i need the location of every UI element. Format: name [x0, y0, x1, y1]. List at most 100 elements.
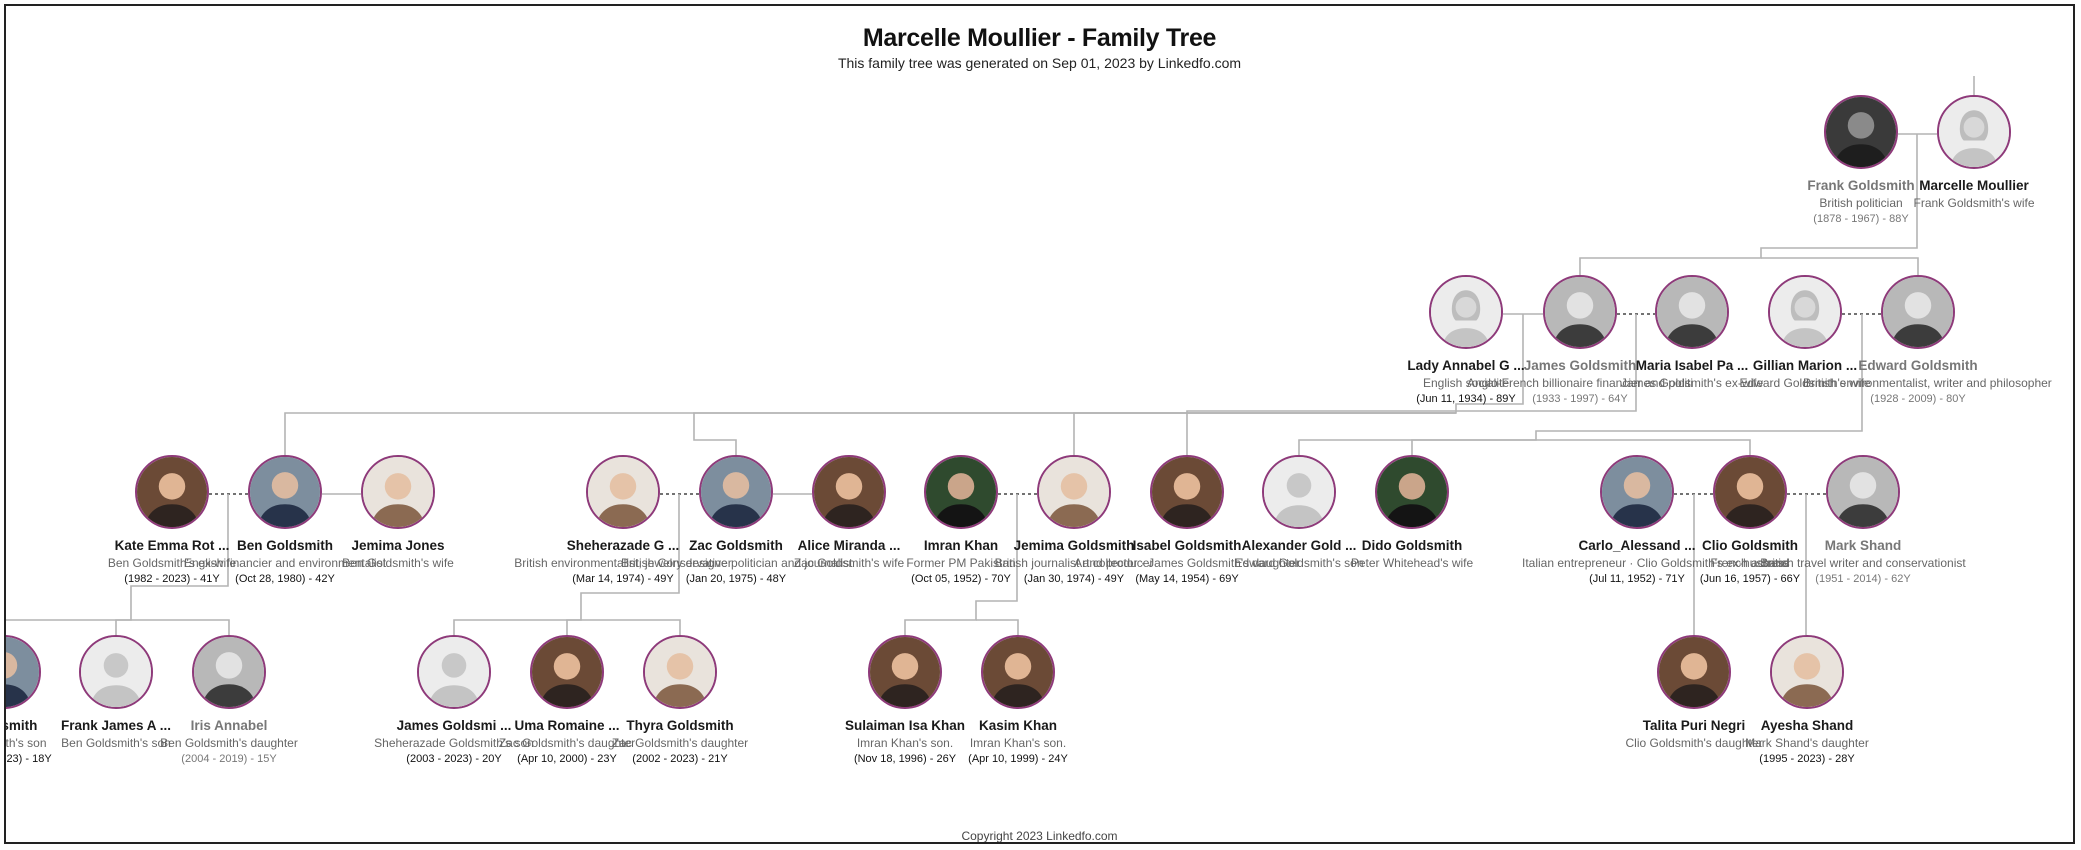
person-node-gillian[interactable]: Gillian Marion ...Edward Goldsmith's wif… [1690, 275, 1920, 390]
person-description: Frank Goldsmith's wife [1913, 196, 2035, 210]
avatar[interactable] [192, 635, 266, 709]
person-name[interactable]: Ayesha Shand [1760, 718, 1854, 733]
person-name[interactable]: Kasim Khan [978, 718, 1058, 733]
avatar[interactable] [1713, 455, 1787, 529]
person-name[interactable]: Imran Khan [923, 538, 999, 553]
avatar[interactable] [135, 455, 209, 529]
person-name[interactable]: Gillian Marion ... [1752, 358, 1858, 373]
person-name[interactable]: Sulaiman Isa Khan [844, 718, 966, 733]
person-description: Ben Goldsmith's son [61, 736, 171, 750]
avatar[interactable] [586, 455, 660, 529]
avatar[interactable] [361, 455, 435, 529]
avatar[interactable] [79, 635, 153, 709]
person-name[interactable]: Alice Miranda ... [797, 538, 901, 553]
person-name[interactable]: Maria Isabel Pa ... [1635, 358, 1749, 373]
avatar[interactable] [1770, 635, 1844, 709]
person-name[interactable]: Lady Annabel G ... [1407, 358, 1525, 373]
avatar[interactable] [417, 635, 491, 709]
avatar[interactable] [1657, 635, 1731, 709]
person-name[interactable]: Isabel Goldsmith [1132, 538, 1242, 553]
avatar[interactable] [1262, 455, 1336, 529]
avatar[interactable] [812, 455, 886, 529]
person-node-uma[interactable]: Uma Romaine ...Zac Goldsmith's daughter(… [452, 635, 682, 765]
person-name[interactable]: Thyra Goldsmith [626, 718, 734, 733]
avatar[interactable] [1600, 455, 1674, 529]
avatar[interactable] [1429, 275, 1503, 349]
avatar[interactable] [530, 635, 604, 709]
person-name[interactable]: Marcelle Moullier [1919, 178, 2029, 193]
person-name[interactable]: Zac Goldsmith [689, 538, 783, 553]
person-name[interactable]: Talita Puri Negri [1642, 718, 1746, 733]
person-name[interactable]: Jemima Jones [351, 538, 445, 553]
person-name[interactable]: Dido Goldsmith [1361, 538, 1463, 553]
person-name[interactable]: James Goldsmi ... [396, 718, 512, 733]
person-name[interactable]: Mark Shand [1824, 538, 1902, 553]
person-node-sheherazade[interactable]: Sheherazade G ...British environmentalis… [508, 455, 738, 585]
avatar[interactable] [1824, 95, 1898, 169]
avatar[interactable] [248, 455, 322, 529]
avatar[interactable] [1037, 455, 1111, 529]
person-name[interactable]: Jemima Goldsmith [1013, 538, 1135, 553]
person-name[interactable]: Kate Emma Rot ... [114, 538, 230, 553]
person-node-jamesjr[interactable]: GoldsmithGoldsmith's son(2005 - 2023) - … [4, 635, 119, 765]
person-name[interactable]: Sheherazade G ... [566, 538, 680, 553]
person-node-mariaisabel[interactable]: Maria Isabel Pa ...James Goldsmith's ex-… [1577, 275, 1807, 390]
parent-line [131, 619, 230, 635]
avatar[interactable] [981, 635, 1055, 709]
avatar[interactable] [1768, 275, 1842, 349]
person-name[interactable]: Goldsmith [4, 718, 38, 733]
avatar[interactable] [699, 455, 773, 529]
person-node-kate[interactable]: Kate Emma Rot ...Ben Goldsmith's ex-wife… [57, 455, 287, 585]
portrait-photo-icon [1039, 457, 1109, 527]
avatar[interactable] [1543, 275, 1617, 349]
person-node-alice[interactable]: Alice Miranda ...Zac Goldsmith's wife [734, 455, 964, 570]
person-name[interactable]: Uma Romaine ... [514, 718, 620, 733]
person-node-jamesgz[interactable]: James Goldsmi ...Sheherazade Goldsmith's… [339, 635, 569, 765]
avatar[interactable] [1937, 95, 2011, 169]
person-node-carlo[interactable]: Carlo_Alessand ...Italian entrepreneur ·… [1522, 455, 1789, 585]
person-node-annabel[interactable]: Lady Annabel G ...English socialite(Jun … [1351, 275, 1581, 405]
person-name[interactable]: Alexander Gold ... [1241, 538, 1357, 553]
person-node-frankjames[interactable]: Frank James A ... Ben Goldsmith's son [6, 635, 231, 750]
parent-line [1536, 439, 1751, 455]
avatar[interactable] [643, 635, 717, 709]
person-description: French actress [1710, 556, 1790, 570]
person-name[interactable]: Edward Goldsmith [1858, 358, 1978, 373]
avatar[interactable] [1826, 455, 1900, 529]
person-name[interactable]: Ben Goldsmith [236, 538, 333, 553]
avatar[interactable] [868, 635, 942, 709]
person-name[interactable]: Iris Annabel [190, 718, 268, 733]
parent-line [1298, 314, 1863, 455]
person-description: Art collector · James Goldsmith's daught… [1074, 556, 1300, 570]
avatar[interactable] [1375, 455, 1449, 529]
person-name[interactable]: Frank Goldsmith [1807, 178, 1915, 193]
avatar[interactable] [924, 455, 998, 529]
person-node-alexander[interactable]: Alexander Gold ...Edward Goldsmith's son [1184, 455, 1414, 570]
person-name[interactable]: Clio Goldsmith [1702, 538, 1798, 553]
person-name[interactable]: Frank James A ... [60, 718, 172, 733]
avatar[interactable] [1881, 275, 1955, 349]
person-name[interactable]: James Goldsmith [1523, 358, 1637, 373]
avatar[interactable] [1655, 275, 1729, 349]
avatar[interactable] [1150, 455, 1224, 529]
person-name[interactable]: Carlo_Alessand ... [1578, 538, 1696, 553]
